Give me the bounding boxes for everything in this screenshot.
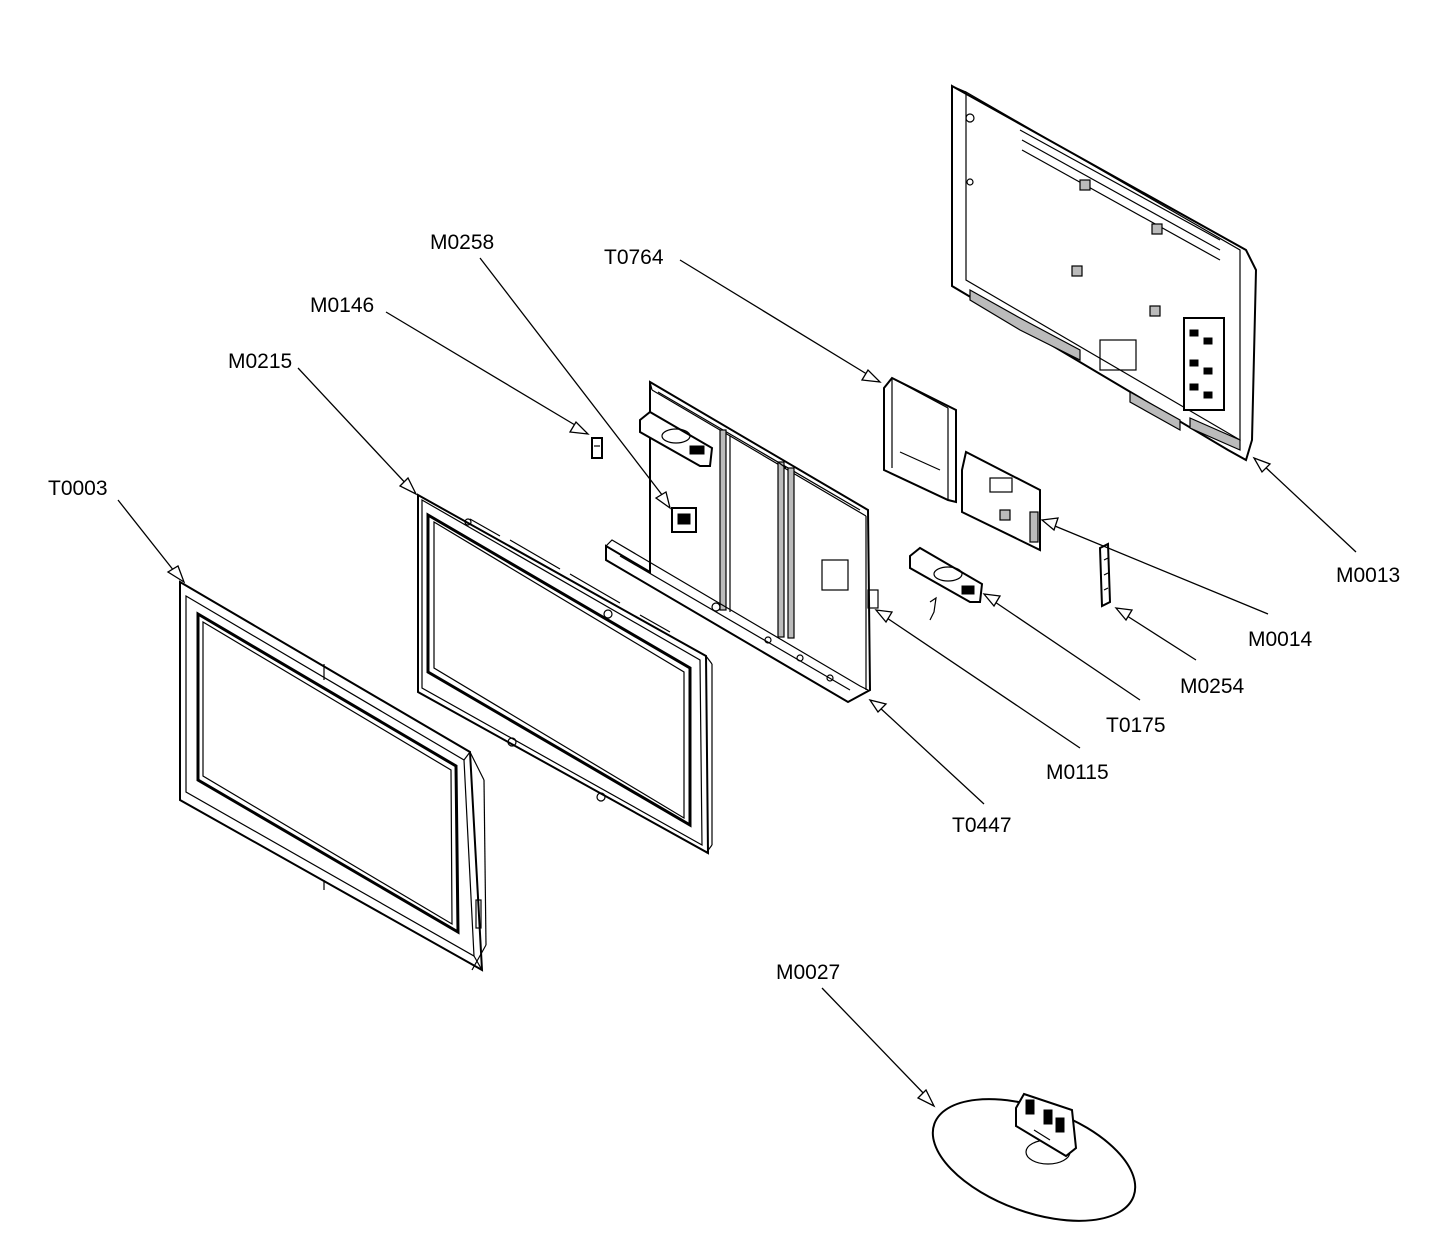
label-m0027: M0027 (776, 961, 840, 984)
leader-m0115 (883, 615, 1081, 749)
leader-m0027 (821, 987, 929, 1099)
speaker-left (639, 410, 714, 467)
leader-t0175 (991, 599, 1141, 701)
label-m0215: M0215 (228, 350, 292, 373)
leader-lines (117, 257, 1357, 1108)
leader-t0447 (877, 705, 985, 805)
back-cover (951, 84, 1258, 462)
leader-m0258 (479, 257, 667, 501)
label-t0003: T0003 (48, 477, 108, 500)
label-t0447: T0447 (952, 814, 1012, 837)
label-m0013: M0013 (1336, 564, 1400, 587)
leader-m0014 (1049, 523, 1269, 615)
label-t0175: T0175 (1106, 714, 1166, 737)
main-board-cover (883, 376, 957, 504)
label-m0115: M0115 (1046, 761, 1109, 784)
label-m0254: M0254 (1180, 675, 1245, 698)
small-clip-part (591, 437, 603, 459)
label-m0014: M0014 (1248, 628, 1313, 651)
leader-m0013 (1261, 463, 1357, 553)
leader-m0146 (385, 311, 581, 429)
label-m0146: M0146 (310, 294, 374, 317)
leader-t0003 (117, 499, 179, 577)
chassis-frame (605, 380, 879, 704)
leader-m0215 (297, 367, 411, 489)
panel-frame (417, 493, 713, 855)
front-bezel (179, 580, 487, 972)
part-labels: T0003 M0215 M0146 M0258 T0764 M0013 M001… (48, 231, 1400, 984)
speaker-right (909, 546, 984, 603)
stand-base (931, 1092, 1137, 1222)
small-spring-part (929, 596, 937, 621)
label-m0258: M0258 (430, 231, 494, 254)
leader-m0254 (1123, 613, 1197, 661)
label-t0764: T0764 (604, 246, 664, 269)
control-board (961, 450, 1041, 552)
small-bracket-part (671, 507, 697, 533)
connector-strip (1098, 542, 1112, 608)
leader-t0764 (679, 259, 871, 377)
